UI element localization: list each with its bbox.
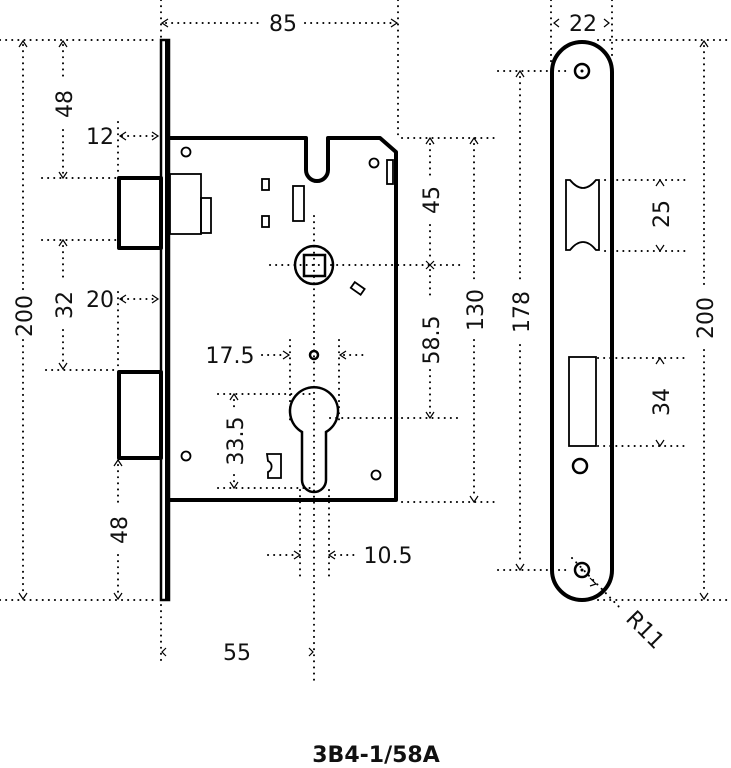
slot-small-2 (261, 215, 270, 228)
dim-label-33-5: 33.5 (224, 417, 249, 466)
strike-screw-bottom (573, 561, 591, 579)
lock-dimensions: 85 200 48 12 32 20 (0, 0, 499, 681)
dim-label-20: 20 (86, 288, 114, 313)
dim-label-200-left: 200 (13, 295, 38, 337)
strike-bolt-opening (568, 356, 597, 447)
cylinder-pin (308, 349, 320, 361)
lock-body (117, 38, 398, 602)
strike-plate (550, 40, 614, 602)
dead-bolt (117, 370, 163, 460)
dim-label-45: 45 (420, 186, 445, 214)
strike-latch-opening (565, 179, 600, 251)
slot-tall (292, 185, 305, 222)
dim-label-48-bottom: 48 (108, 516, 133, 544)
strike-screw-top (573, 62, 591, 80)
strike-dot-top (580, 69, 584, 73)
strike-screw-middle (571, 457, 589, 475)
dim-label-12: 12 (86, 125, 114, 150)
lock-case (169, 136, 398, 502)
screw-hole-top-right (368, 157, 380, 169)
euro-cylinder-cutout (288, 386, 340, 494)
screw-hole-top-left (180, 146, 192, 158)
dim-label-25: 25 (650, 200, 675, 228)
dim-label-32: 32 (53, 291, 78, 319)
slot-small-1 (261, 178, 270, 191)
latch-tab (200, 197, 212, 234)
tilted-slot (349, 280, 366, 296)
dim-label-22: 22 (569, 12, 597, 37)
dim-label-55: 55 (223, 641, 251, 666)
latch-housing (169, 173, 202, 235)
notch-piece (265, 453, 282, 479)
strike-plate-outline (550, 40, 614, 602)
screw-hole-bottom-left (180, 450, 192, 462)
screw-hole-bottom-right (370, 469, 382, 481)
dim-label-130: 130 (464, 289, 489, 331)
strike-dot-bottom (580, 568, 584, 572)
dim-label-85: 85 (269, 12, 297, 37)
dim-label-58-5: 58.5 (420, 316, 445, 365)
drawing-title: 3B4-1/58A (312, 743, 440, 768)
dim-label-34: 34 (650, 388, 675, 416)
dim-label-178: 178 (510, 291, 535, 333)
dim-label-200-right: 200 (694, 297, 719, 339)
strike-dimensions: 22 178 25 34 200 R11 (497, 0, 731, 655)
latch-bolt (117, 176, 163, 250)
dim-label-17-5: 17.5 (206, 344, 255, 369)
dim-label-48-top: 48 (53, 90, 78, 118)
dim-label-r11: R11 (620, 606, 668, 654)
dim-label-10-5: 10.5 (364, 544, 413, 569)
latch-follower-pin (386, 159, 394, 185)
